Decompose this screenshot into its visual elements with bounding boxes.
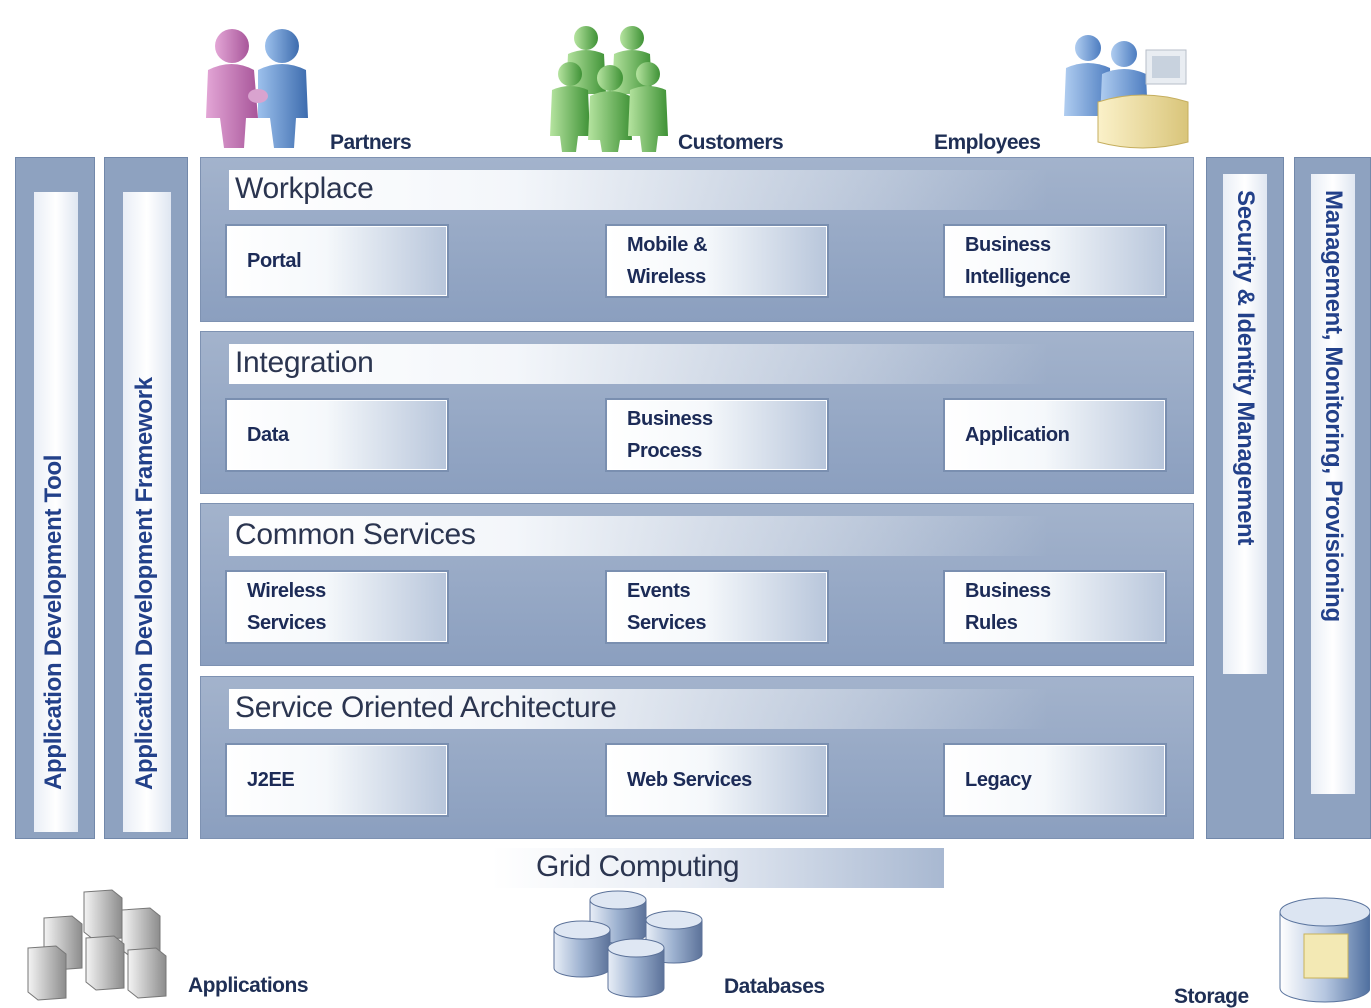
business-intelligence-box: Business Intelligence [943,224,1167,298]
events-services-label: Events Services [627,580,707,634]
mobile-wireless-box: Mobile & Wireless [605,224,829,298]
partners-label: Partners [330,131,412,154]
grid-computing-bar [492,848,944,888]
customers-label: Customers [678,131,784,154]
partners-icon [206,29,308,148]
mobile-wireless-label: Mobile & Wireless [627,234,708,288]
business-rules-label: Business Rules [965,580,1051,634]
application-development-framework-label: Application Development Framework [131,377,158,790]
web-services-box: Web Services [605,743,829,817]
business-process-label: Business Process [627,408,713,462]
workplace-layer: Workplace Portal Mobile & Wireless Busin… [200,157,1194,322]
application-development-tool-bar: Application Development Tool [15,157,95,839]
business-intelligence-label: Business Intelligence [965,234,1071,288]
storage-icon [1279,897,1370,1003]
management-monitoring-provisioning-bar: Management, Monitoring, Provisioning [1294,157,1371,839]
customers-icon [550,26,668,152]
application-label: Application [965,424,1070,446]
employees-label: Employees [934,131,1041,154]
common-services-title: Common Services [235,518,476,551]
application-development-framework-bar: Application Development Framework [104,157,188,839]
databases-icon [553,890,703,998]
integration-layer: Integration Data Business Process Applic… [200,331,1194,494]
security-identity-management-bar: Security & Identity Management [1206,157,1284,839]
service-oriented-architecture-title: Service Oriented Architecture [235,691,617,724]
j2ee-box: J2EE [225,743,449,817]
events-services-box: Events Services [605,570,829,644]
data-box: Data [225,398,449,472]
application-box: Application [943,398,1167,472]
service-oriented-architecture-layer: Service Oriented Architecture J2EE Web S… [200,676,1194,839]
employees-icon [1064,35,1189,149]
business-process-box: Business Process [605,398,829,472]
management-monitoring-provisioning-label: Management, Monitoring, Provisioning [1320,190,1347,622]
integration-title: Integration [235,346,374,379]
business-rules-box: Business Rules [943,570,1167,644]
portal-box: Portal [225,224,449,298]
applications-label: Applications [188,974,309,997]
common-services-layer: Common Services Wireless Services Events… [200,503,1194,666]
storage-label: Storage [1174,985,1249,1008]
data-label: Data [247,424,289,446]
legacy-box: Legacy [943,743,1167,817]
legacy-label: Legacy [965,769,1032,791]
databases-label: Databases [724,975,825,998]
applications-server-icon [27,889,167,1001]
portal-label: Portal [247,250,302,272]
security-identity-management-label: Security & Identity Management [1232,190,1259,546]
application-development-tool-label: Application Development Tool [40,454,67,790]
web-services-label: Web Services [627,769,752,791]
workplace-title: Workplace [235,172,374,205]
wireless-services-label: Wireless Services [247,580,327,634]
grid-computing-label: Grid Computing [536,850,740,883]
j2ee-label: J2EE [247,769,295,791]
wireless-services-box: Wireless Services [225,570,449,644]
